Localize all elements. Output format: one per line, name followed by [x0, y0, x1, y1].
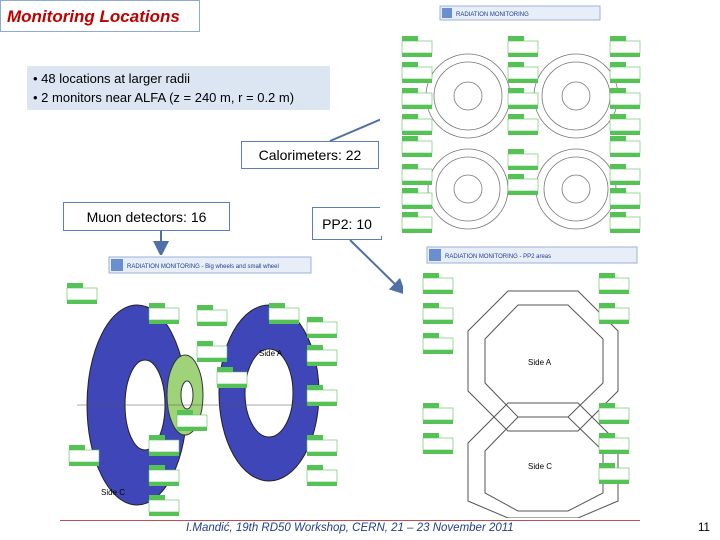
- sensor-readout-chip: [401, 136, 433, 157]
- calorimeters-header: RADIATION MONITORING: [456, 12, 529, 18]
- pp2-arrow: [349, 239, 406, 295]
- sensor-readout-chip: [609, 188, 641, 209]
- pp2-label: PP2: 10: [312, 207, 382, 240]
- bullet-box: • 48 locations at larger radii • 2 monit…: [27, 66, 330, 110]
- sensor-readout-chip: [306, 345, 338, 366]
- slide-title: Monitoring Locations: [7, 7, 180, 26]
- muon-side-a-label: Side A: [259, 349, 283, 358]
- sensor-readout-chip: [148, 303, 180, 324]
- sensor-readout-chip: [401, 88, 433, 109]
- sensor-readout-chip: [598, 403, 630, 424]
- sensor-readout-chip: [609, 62, 641, 83]
- sensor-readout-chip: [196, 341, 228, 362]
- sensor-readout-chip: [401, 114, 433, 135]
- sensor-readout-chip: [401, 62, 433, 83]
- bullet-item: • 48 locations at larger radii: [33, 71, 191, 86]
- sensor-readout-chip: [507, 88, 539, 109]
- pp2-screenshot: RADIATION MONITORING - PP2 areas Side A …: [403, 243, 653, 518]
- footer-divider: [60, 520, 640, 521]
- sensor-readout-chip: [598, 273, 630, 294]
- sensor-readout-chip: [306, 435, 338, 456]
- bullet-item: • 2 monitors near ALFA (z = 240 m, r = 0…: [33, 90, 295, 105]
- pp2-side-a-label: Side A: [528, 358, 552, 367]
- sensor-readout-chip: [176, 410, 208, 431]
- sensor-readout-chip: [148, 495, 180, 516]
- sensor-readout-chip: [306, 465, 338, 486]
- sensor-readout-chip: [268, 303, 300, 324]
- sensor-readout-chip: [422, 333, 454, 354]
- sensor-readout-chip: [598, 463, 630, 484]
- footer: I.Mandić, 19th RD50 Workshop, CERN, 21 –…: [0, 522, 720, 538]
- sensor-readout-chip: [401, 212, 433, 233]
- sensor-readout-chip: [598, 303, 630, 324]
- calorimeters-label: Calorimeters: 22: [241, 141, 379, 169]
- sensor-readout-chip: [306, 385, 338, 406]
- sensor-readout-chip: [609, 114, 641, 135]
- sensor-readout-chip: [401, 164, 433, 185]
- sensor-readout-chip: [507, 114, 539, 135]
- sensor-readout-chip: [507, 62, 539, 83]
- calorimeters-screenshot: RADIATION MONITORING: [380, 4, 652, 236]
- sensor-readout-chip: [422, 403, 454, 424]
- sensor-readout-chip: [609, 36, 641, 57]
- sensor-readout-chip: [216, 367, 248, 388]
- muon-screenshot: RADIATION MONITORING - Big wheels and sm…: [37, 255, 349, 523]
- sensor-readout-chip: [422, 273, 454, 294]
- sensor-readout-chip: [148, 435, 180, 456]
- footer-text: I.Mandić, 19th RD50 Workshop, CERN, 21 –…: [186, 522, 514, 534]
- sensor-readout-chip: [401, 188, 433, 209]
- sensor-readout-chip: [422, 303, 454, 324]
- sensor-readout-chip: [609, 136, 641, 157]
- sensor-readout-chip: [507, 174, 539, 195]
- pp2-header: RADIATION MONITORING - PP2 areas: [445, 254, 551, 260]
- sensor-readout-chip: [507, 36, 539, 57]
- sensor-readout-chip: [609, 164, 641, 185]
- pp2-side-c-label: Side C: [528, 462, 552, 471]
- sensor-readout-chip: [507, 149, 539, 170]
- sensor-readout-chip: [66, 283, 98, 304]
- sensor-readout-chip: [609, 212, 641, 233]
- sensor-readout-chip: [196, 305, 228, 326]
- sensor-readout-chip: [609, 88, 641, 109]
- sensor-readout-chip: [306, 317, 338, 338]
- page-number: 11: [698, 522, 710, 534]
- sensor-readout-chip: [598, 433, 630, 454]
- sensor-readout-chip: [422, 433, 454, 454]
- sensor-readout-chip: [401, 36, 433, 57]
- muon-header: RADIATION MONITORING - Big wheels and sm…: [127, 264, 279, 270]
- sensor-readout-chip: [148, 465, 180, 486]
- slide-title-box: Monitoring Locations: [0, 0, 200, 32]
- sensor-readout-chip: [68, 445, 100, 466]
- muon-detectors-label: Muon detectors: 16: [63, 202, 230, 231]
- muon-side-c-label: Side C: [101, 488, 125, 497]
